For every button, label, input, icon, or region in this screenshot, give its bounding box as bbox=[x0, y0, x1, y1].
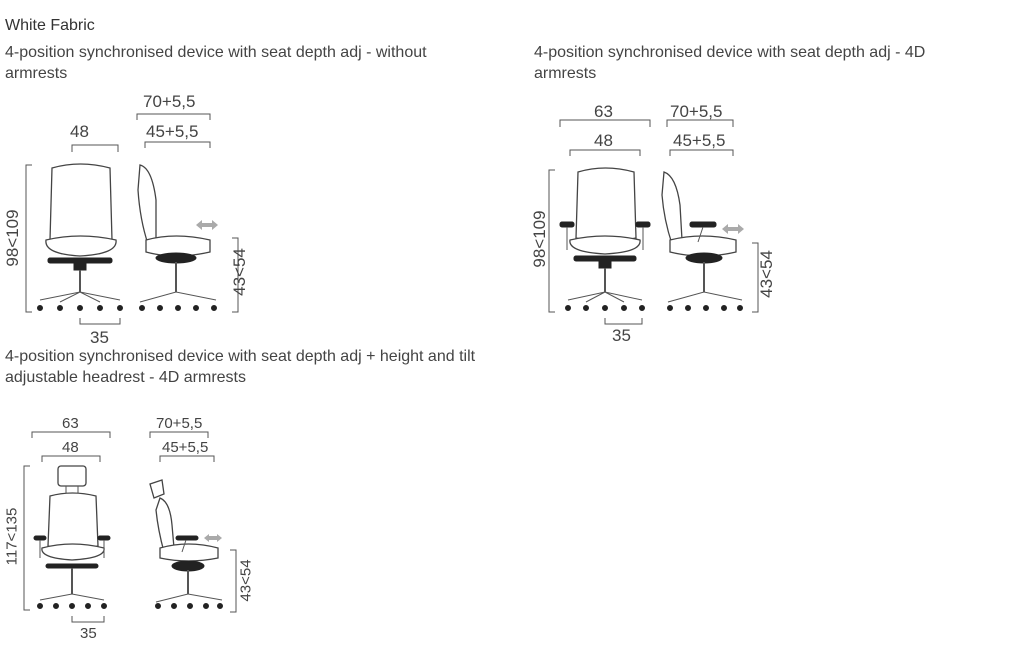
config-1-side-view bbox=[136, 113, 239, 313]
config-3-seat-height-label: 43<54 bbox=[237, 559, 255, 602]
config-1-depth-top-label: 70+5,5 bbox=[143, 92, 196, 111]
config-3-width-label: 48 bbox=[62, 439, 79, 456]
config-3-width-arms-label: 63 bbox=[62, 415, 79, 432]
config-3-depth-seat-label: 45+5,5 bbox=[162, 439, 209, 456]
config-2-height-label: 98<109 bbox=[530, 210, 549, 268]
config-3-depth-top-label: 70+5,5 bbox=[156, 415, 203, 432]
config-3-description: 4-position synchronised device with seat… bbox=[5, 348, 476, 386]
config-2-width-label: 48 bbox=[594, 131, 613, 150]
config-2-depth-seat-label: 45+5,5 bbox=[673, 131, 726, 150]
config-1-depth-seat-label: 45+5,5 bbox=[146, 122, 199, 141]
config-1-description: 4-position synchronised device with seat… bbox=[5, 44, 427, 82]
config-2-base-label: 35 bbox=[612, 326, 631, 345]
config-1-height-label: 98<109 bbox=[3, 209, 22, 267]
config-3-height-label: 117<135 bbox=[3, 507, 21, 566]
config-1-seat-height-label: 43<54 bbox=[230, 248, 249, 296]
config-2-seat-height-label: 43<54 bbox=[757, 250, 776, 298]
config-2-description: 4-position synchronised device with seat… bbox=[534, 44, 926, 82]
config-3-side-view bbox=[149, 431, 237, 613]
config-2-side-view bbox=[661, 119, 759, 313]
config-1-base-label: 35 bbox=[90, 328, 109, 347]
config-2-depth-top-label: 70+5,5 bbox=[670, 102, 723, 121]
config-2-width-arms-label: 63 bbox=[594, 102, 613, 121]
config-1-front-view bbox=[25, 144, 123, 325]
config-1-width-label: 48 bbox=[70, 122, 89, 141]
config-3-base-label: 35 bbox=[80, 625, 97, 642]
config-3-front-view bbox=[23, 431, 111, 623]
config-2-front-view bbox=[548, 119, 651, 325]
page-title: White Fabric bbox=[5, 17, 95, 34]
